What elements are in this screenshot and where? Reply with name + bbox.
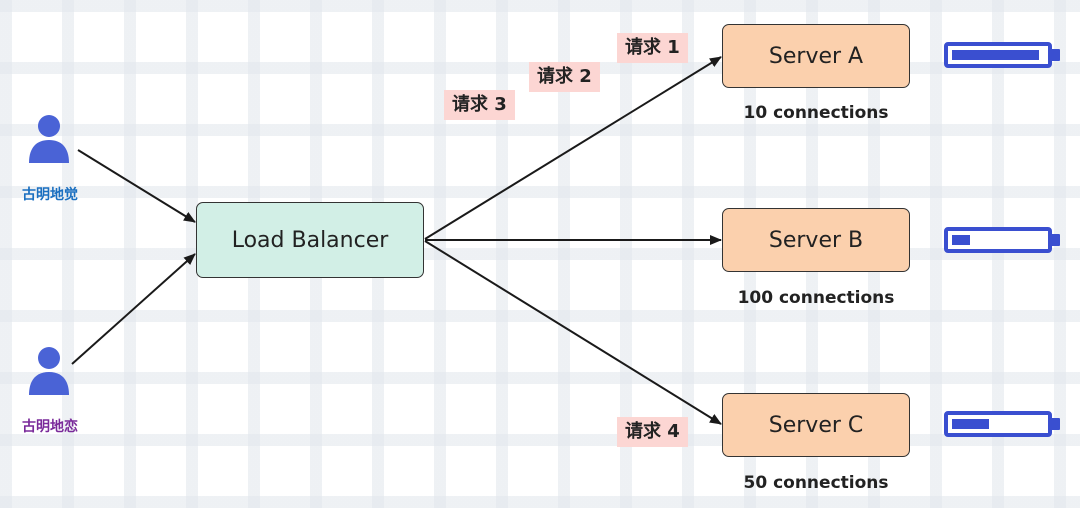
server-a-label: Server A [768,43,864,69]
server-c-node: Server C [722,393,910,457]
arrow-user1-to-lb [77,149,196,223]
battery-icon [944,411,1060,437]
user-name: 古明地觉 [22,187,78,203]
user-name: 古明地恋 [22,419,78,435]
request-tag: 请求 3 [444,90,515,120]
user-icon [29,347,69,395]
battery-fill [952,419,989,429]
load-balancer-node: Load Balancer [196,202,424,278]
server-b-node: Server B [722,208,910,272]
arrow-user2-to-lb [71,253,196,365]
server-c-label: Server C [768,412,864,438]
server-a-node: Server A [722,24,910,88]
load-balancer-label: Load Balancer [231,227,389,253]
battery-icon [944,227,1060,253]
user-icon [29,115,69,163]
server-b-connections: 100 connections [737,288,895,308]
request-tag: 请求 4 [617,417,688,447]
server-b-label: Server B [768,227,864,253]
battery-icon [944,42,1060,68]
server-a-connections: 10 connections [743,103,889,123]
request-tag: 请求 2 [529,62,600,92]
request-tag: 请求 1 [617,33,688,63]
arrow-lb-to-server-a [424,56,722,240]
arrow-lb-to-server-c [424,240,722,425]
server-c-connections: 50 connections [743,473,889,493]
battery-fill [952,50,1039,60]
battery-fill [952,235,970,245]
